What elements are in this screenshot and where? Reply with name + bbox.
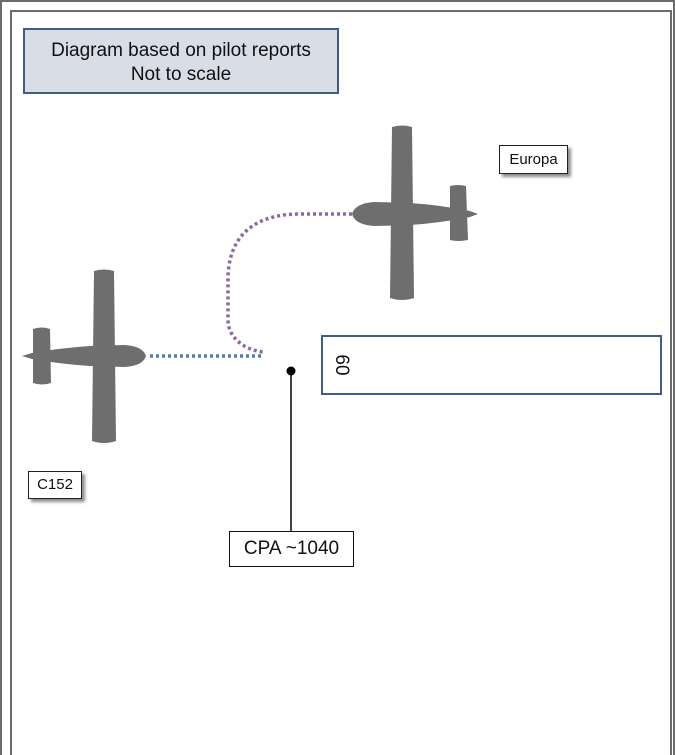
europa-label: Europa [499, 145, 568, 174]
europa-track [226, 212, 352, 354]
altitude-box [321, 335, 662, 395]
europa-aircraft-icon [352, 125, 478, 300]
note-line-2: Not to scale [130, 64, 232, 85]
diagram-note-box: Diagram based on pilot reports Not to sc… [23, 28, 339, 94]
note-line-1: Diagram based on pilot reports [51, 40, 311, 61]
altitude-box-text: 60 [331, 354, 352, 376]
c152-aircraft-icon [22, 269, 146, 443]
cpa-label: CPA ~1040 [229, 531, 354, 567]
c152-label: C152 [28, 471, 82, 499]
inner-frame [10, 10, 672, 755]
